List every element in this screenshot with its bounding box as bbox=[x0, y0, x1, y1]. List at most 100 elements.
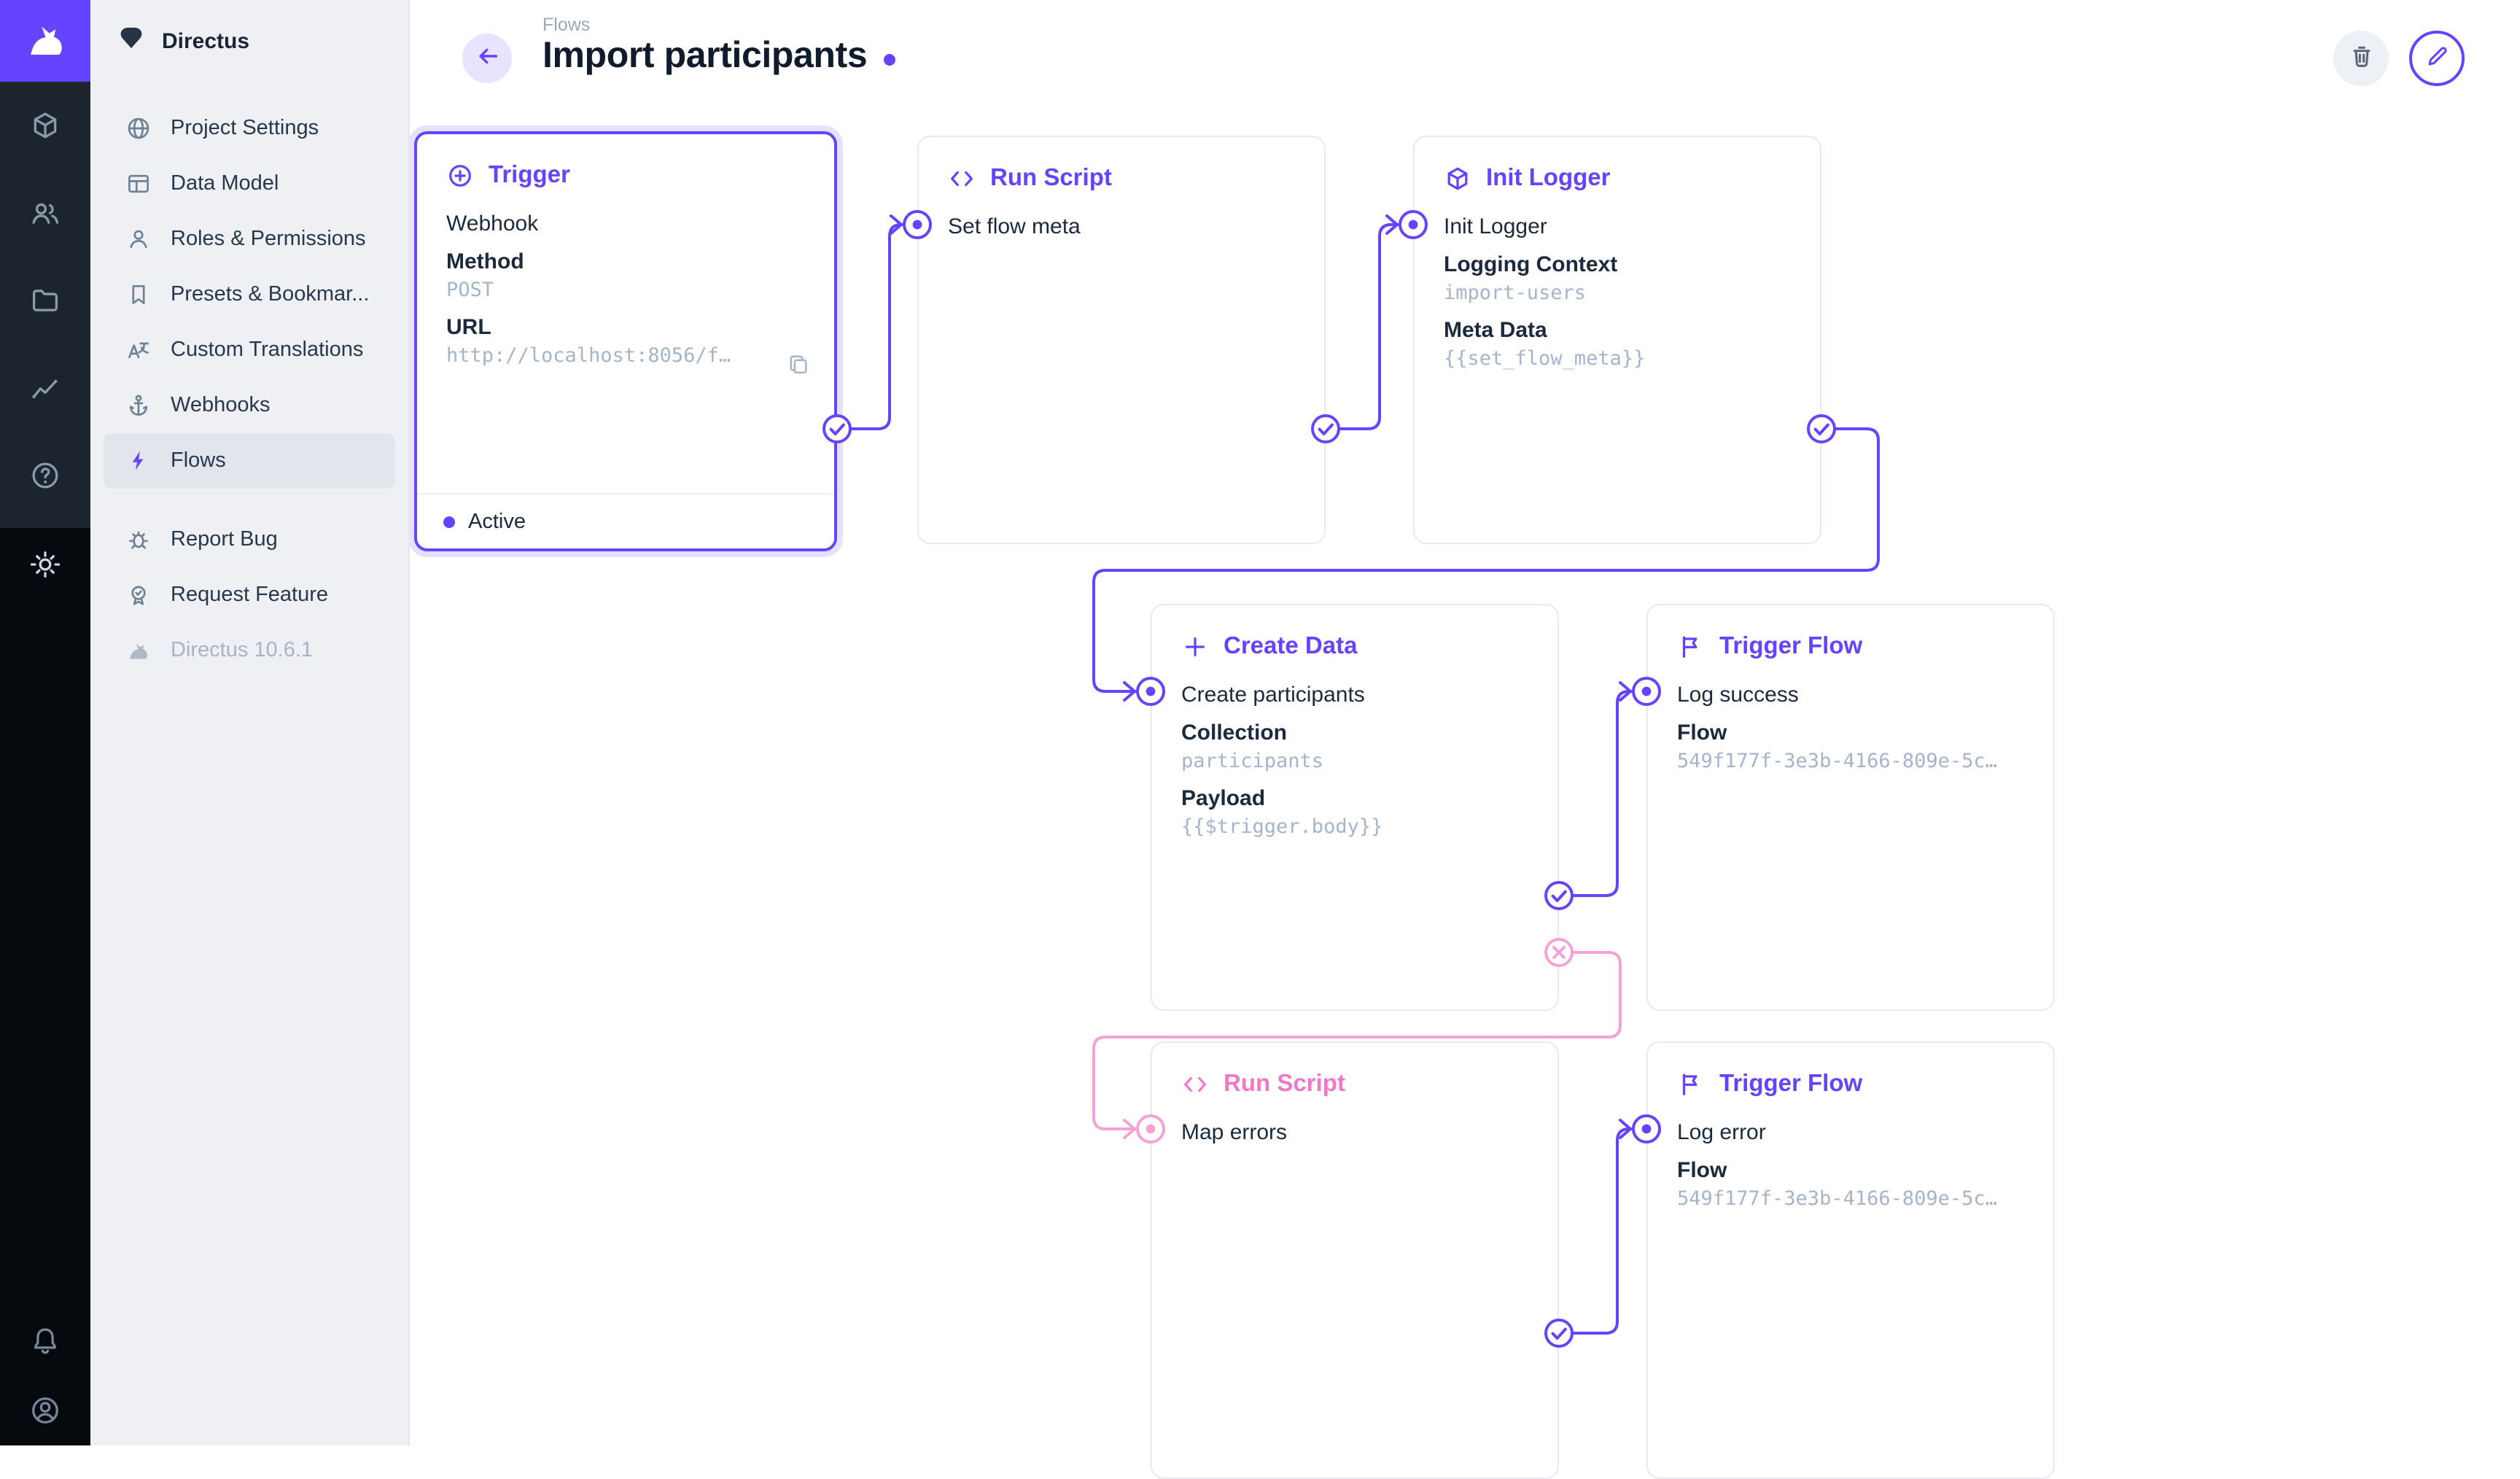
notifications-button[interactable] bbox=[13, 1310, 77, 1374]
person-badge-icon bbox=[125, 226, 152, 252]
people-icon bbox=[29, 196, 61, 233]
directus-logo-button[interactable] bbox=[0, 0, 90, 82]
flag-icon bbox=[1677, 633, 1705, 661]
sidebar-item-request-feature[interactable]: Request Feature bbox=[104, 567, 395, 623]
sidebar-item-roles-permissions[interactable]: Roles & Permissions bbox=[104, 211, 395, 267]
card-title-row: Trigger Flow bbox=[1648, 1043, 2053, 1098]
arrowhead-icon bbox=[890, 214, 903, 235]
card-title: Trigger bbox=[489, 162, 570, 188]
card-title: Run Script bbox=[990, 165, 1112, 191]
sidebar-item-label: Presets & Bookmar... bbox=[171, 283, 370, 306]
copy-url-button[interactable] bbox=[779, 347, 817, 385]
field-label: Flow bbox=[1677, 1158, 1727, 1183]
sidebar-item-presets-bookmarks[interactable]: Presets & Bookmar... bbox=[104, 267, 395, 322]
sidebar-item-custom-translations[interactable]: Custom Translations bbox=[104, 322, 395, 378]
plus-icon bbox=[1181, 633, 1209, 661]
code-icon bbox=[1181, 1071, 1209, 1098]
flow-card-trigger[interactable]: Trigger Webhook Method POST URL http://l… bbox=[414, 131, 837, 551]
card-title-row: Run Script bbox=[919, 137, 1324, 193]
card-title-row: Run Script bbox=[1152, 1043, 1558, 1098]
field-label: URL bbox=[446, 315, 491, 340]
translate-icon bbox=[125, 337, 152, 363]
pencil-icon bbox=[2423, 42, 2451, 74]
active-status-dot bbox=[443, 516, 455, 527]
card-title: Trigger Flow bbox=[1719, 633, 1863, 659]
flow-card-run-script-meta[interactable]: Run Script Set flow meta bbox=[917, 136, 1326, 544]
field-value: participants bbox=[1181, 750, 1324, 773]
field-label: Flow bbox=[1677, 721, 1727, 745]
insights-icon bbox=[29, 373, 61, 409]
directus-rabbit-icon bbox=[23, 17, 67, 65]
rabbit-icon bbox=[125, 637, 152, 664]
project-logo-icon bbox=[117, 23, 146, 58]
settings-nav-list: Project Settings Data Model Roles & Perm… bbox=[90, 101, 408, 678]
sidebar-item-label: Project Settings bbox=[171, 117, 319, 140]
content-module-button[interactable] bbox=[13, 95, 77, 159]
files-module-button[interactable] bbox=[13, 270, 77, 334]
bell-icon bbox=[29, 1324, 61, 1360]
card-body: Init Logger Logging Context import-users… bbox=[1415, 214, 1820, 370]
card-title: Trigger Flow bbox=[1719, 1071, 1863, 1097]
code-icon bbox=[948, 165, 976, 193]
wire-trigger-to-runscript bbox=[849, 223, 904, 430]
arrow-left-icon bbox=[473, 42, 501, 74]
field-label: Payload bbox=[1181, 786, 1266, 811]
project-header[interactable]: Directus bbox=[90, 0, 408, 82]
field-value: 549f177f-3e3b-4166-809e-5c… bbox=[1677, 750, 1997, 773]
sidebar-item-project-settings[interactable]: Project Settings bbox=[104, 101, 395, 156]
arrowhead-icon bbox=[1619, 1119, 1632, 1139]
sidebar-item-label: Request Feature bbox=[171, 583, 329, 607]
flow-card-run-script-errors[interactable]: Run Script Map errors bbox=[1151, 1041, 1559, 1479]
docs-module-button[interactable] bbox=[13, 445, 77, 509]
wire-createdata-to-triggerflow bbox=[1571, 690, 1633, 897]
card-title: Run Script bbox=[1224, 1071, 1345, 1097]
sidebar-item-flows[interactable]: Flows bbox=[104, 433, 395, 489]
flow-card-init-logger[interactable]: Init Logger Init Logger Logging Context … bbox=[1413, 136, 1821, 544]
sidebar-item-label: Roles & Permissions bbox=[171, 228, 366, 251]
field-value: http://localhost:8056/f… bbox=[446, 344, 731, 368]
trigger-status-footer: Active bbox=[417, 493, 834, 548]
anchor-icon bbox=[125, 392, 152, 419]
trigger-icon bbox=[446, 162, 474, 190]
card-body: Webhook Method POST URL http://localhost… bbox=[417, 211, 834, 368]
arrowhead-icon bbox=[1123, 1119, 1136, 1139]
card-title-row: Init Logger bbox=[1415, 137, 1820, 193]
sidebar-item-label: Webhooks bbox=[171, 394, 271, 417]
edit-flow-button[interactable] bbox=[2409, 31, 2465, 86]
help-icon bbox=[29, 459, 61, 495]
user-avatar-button[interactable] bbox=[13, 1380, 77, 1444]
flag-icon bbox=[1677, 1071, 1705, 1098]
field-label: Collection bbox=[1181, 721, 1288, 745]
flow-card-trigger-flow-error[interactable]: Trigger Flow Log error Flow 549f177f-3e3… bbox=[1646, 1041, 2055, 1479]
delete-flow-button[interactable] bbox=[2333, 31, 2389, 86]
card-subtitle: Map errors bbox=[1181, 1120, 1288, 1145]
card-title-row: Trigger Flow bbox=[1648, 605, 2053, 661]
flow-card-trigger-flow-success[interactable]: Trigger Flow Log success Flow 549f177f-3… bbox=[1646, 604, 2055, 1011]
field-label: Meta Data bbox=[1444, 318, 1547, 343]
settings-module-button[interactable] bbox=[13, 534, 77, 598]
sidebar-item-label: Report Bug bbox=[171, 528, 278, 551]
folder-icon bbox=[29, 284, 61, 320]
sidebar-item-version[interactable]: Directus 10.6.1 bbox=[104, 623, 395, 678]
box-icon bbox=[1444, 165, 1471, 193]
field-value: 549f177f-3e3b-4166-809e-5c… bbox=[1677, 1187, 1997, 1211]
card-subtitle: Webhook bbox=[446, 211, 539, 236]
insights-module-button[interactable] bbox=[13, 359, 77, 423]
breadcrumb[interactable]: Flows bbox=[542, 15, 591, 35]
trash-icon bbox=[2347, 42, 2375, 74]
field-label: Method bbox=[446, 249, 524, 274]
card-subtitle: Log success bbox=[1677, 683, 1799, 707]
sidebar-item-data-model[interactable]: Data Model bbox=[104, 156, 395, 211]
sidebar-item-report-bug[interactable]: Report Bug bbox=[104, 512, 395, 567]
back-button[interactable] bbox=[462, 34, 512, 83]
bookmark-icon bbox=[125, 282, 152, 308]
nav-group-divider bbox=[90, 489, 408, 512]
users-module-button[interactable] bbox=[13, 182, 77, 246]
flow-card-create-data[interactable]: Create Data Create participants Collecti… bbox=[1151, 604, 1559, 1011]
card-title-row: Trigger bbox=[417, 134, 834, 190]
sidebar-item-webhooks[interactable]: Webhooks bbox=[104, 378, 395, 433]
flow-canvas: Flows Import participants Trigger Webhoo… bbox=[408, 0, 2520, 1479]
field-value: import-users bbox=[1444, 282, 1587, 305]
card-body: Map errors bbox=[1152, 1120, 1558, 1145]
